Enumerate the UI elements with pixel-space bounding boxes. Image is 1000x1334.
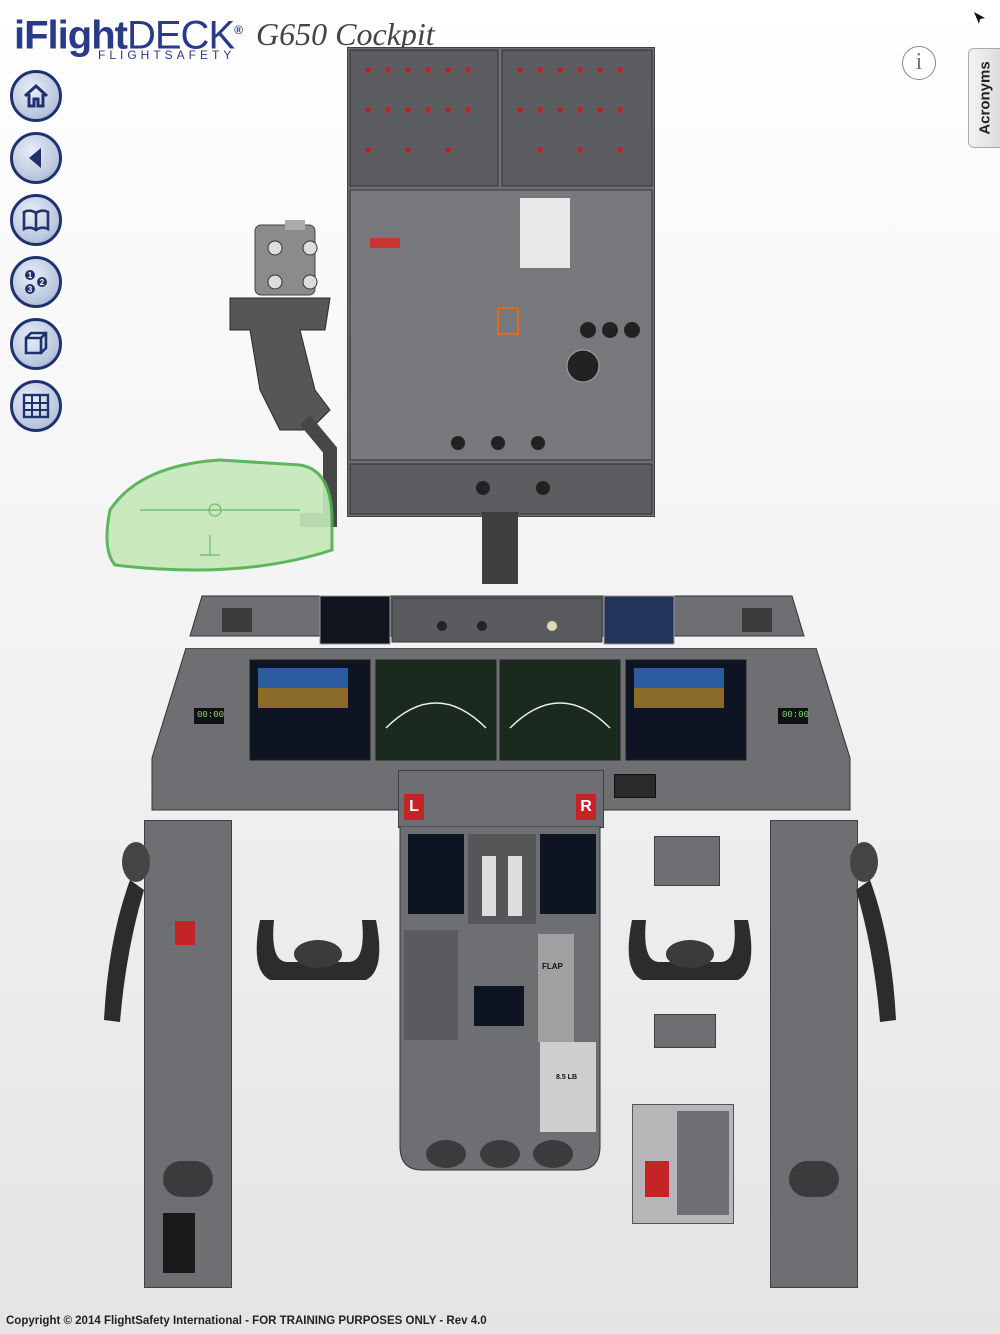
3d-view-button[interactable] bbox=[10, 318, 62, 370]
pilot-tiller[interactable] bbox=[100, 840, 160, 1026]
copilot-cup-holder bbox=[789, 1161, 839, 1197]
hud-combiner[interactable] bbox=[100, 220, 340, 580]
grid-panel-icon bbox=[22, 393, 50, 419]
glareshield-panel[interactable] bbox=[182, 588, 812, 650]
pilot-cup-holder bbox=[163, 1161, 213, 1197]
back-arrow-icon bbox=[29, 148, 41, 168]
copilot-mfd[interactable] bbox=[499, 659, 621, 761]
info-button[interactable]: i bbox=[902, 46, 936, 80]
brand-subtitle: FLIGHTSAFETY bbox=[98, 48, 236, 62]
emergency-panel[interactable] bbox=[632, 1104, 734, 1224]
main-instrument-panel[interactable] bbox=[146, 648, 856, 812]
left-fire-indicator[interactable]: L bbox=[404, 794, 424, 820]
app-logo: iFlightDECK® FLIGHTSAFETY G650 Cockpit bbox=[14, 8, 454, 62]
pressure-label: 8.5 LB bbox=[556, 1074, 578, 1081]
overhead-panel-graphic bbox=[349, 49, 653, 515]
flap-label: FLAP bbox=[542, 962, 563, 971]
pilot-mfd[interactable] bbox=[375, 659, 497, 761]
gear-alert-panel[interactable] bbox=[614, 774, 656, 798]
book-icon bbox=[22, 209, 50, 232]
overhead-panel[interactable] bbox=[347, 47, 655, 517]
panel-map-button[interactable] bbox=[10, 380, 62, 432]
emergency-sub-panel bbox=[677, 1111, 729, 1215]
collapse-arrow-icon[interactable] bbox=[972, 10, 988, 26]
copyright-text: Copyright © 2014 FlightSafety Internatio… bbox=[6, 1315, 487, 1327]
pilot-yoke[interactable] bbox=[250, 910, 386, 986]
home-icon bbox=[23, 83, 49, 108]
copilot-side-console[interactable] bbox=[770, 820, 858, 1288]
emergency-red-switches[interactable] bbox=[645, 1161, 669, 1197]
center-upper-panel[interactable] bbox=[398, 770, 604, 828]
book-button[interactable] bbox=[10, 194, 62, 246]
pilot-console-display bbox=[163, 1213, 195, 1273]
procedure-button[interactable]: 1 2 3 bbox=[10, 256, 62, 308]
center-aux-panel[interactable] bbox=[654, 836, 720, 886]
right-fire-indicator[interactable]: R bbox=[576, 794, 596, 820]
cube-icon bbox=[24, 331, 48, 355]
copilot-yoke[interactable] bbox=[622, 910, 758, 986]
center-pedestal[interactable] bbox=[398, 826, 602, 1172]
copilot-clock-display: 00:00 bbox=[782, 710, 810, 720]
home-button[interactable] bbox=[10, 70, 62, 122]
numbered-steps-icon: 1 2 3 bbox=[25, 270, 47, 294]
acronyms-tab[interactable]: Acronyms bbox=[968, 48, 1000, 148]
copilot-tiller[interactable] bbox=[840, 840, 900, 1026]
center-lower-aux-panel[interactable] bbox=[654, 1014, 716, 1048]
svg-text:2: 2 bbox=[40, 278, 45, 287]
pilot-clock-display: 00:00 bbox=[197, 710, 225, 720]
overhead-support bbox=[482, 512, 518, 584]
pilot-oxygen-switch[interactable] bbox=[175, 921, 195, 945]
svg-text:1: 1 bbox=[28, 271, 33, 280]
page-title: G650 Cockpit bbox=[256, 16, 435, 52]
pilot-side-console[interactable] bbox=[144, 820, 232, 1288]
svg-text:3: 3 bbox=[28, 285, 33, 294]
brand-name: iFlightDECK® bbox=[14, 13, 243, 58]
back-button[interactable] bbox=[10, 132, 62, 184]
